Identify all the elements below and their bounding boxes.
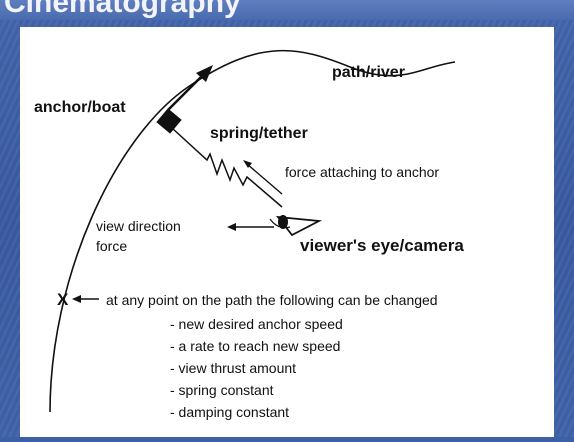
- label-force-anchor: force attaching to anchor: [285, 164, 439, 180]
- x-marker: X: [57, 290, 69, 309]
- label-change-intro: at any point on the path the following c…: [106, 292, 438, 308]
- label-view-direction-line1: view direction: [96, 218, 181, 234]
- label-spring-tether: spring/tether: [210, 125, 308, 142]
- anchor-box: [156, 108, 182, 134]
- label-viewer-eye-camera: viewer's eye/camera: [300, 236, 464, 255]
- camera-model-diagram: path/river anchor/boat spring/tether for…: [34, 49, 464, 420]
- force-anchor-arrowhead: [243, 160, 252, 168]
- path-curve: [49, 49, 456, 413]
- label-anchor-boat: anchor/boat: [34, 99, 126, 116]
- slide-title-fragment: Cinematography: [4, 0, 241, 19]
- change-item: - a rate to reach new speed: [170, 338, 340, 354]
- change-item: - spring constant: [170, 382, 274, 398]
- slide-title-strip: Cinematography: [0, 0, 574, 20]
- spring-tether: [171, 127, 283, 208]
- change-item: - damping constant: [170, 404, 289, 420]
- diagram-figure: path/river anchor/boat spring/tether for…: [20, 27, 554, 437]
- label-view-direction-line2: force: [96, 238, 127, 254]
- change-item: - new desired anchor speed: [170, 316, 343, 332]
- x-marker-arrowhead: [72, 295, 81, 303]
- path-direction-arrowhead: [196, 65, 213, 82]
- label-path-river: path/river: [332, 64, 405, 81]
- path-direction-arrow: [167, 71, 207, 111]
- change-item: - view thrust amount: [170, 360, 296, 376]
- camera-eye-arc: [269, 218, 291, 229]
- camera-eye-pupil: [278, 215, 288, 229]
- view-direction-arrowhead: [227, 223, 236, 231]
- force-anchor-arrow: [246, 163, 283, 195]
